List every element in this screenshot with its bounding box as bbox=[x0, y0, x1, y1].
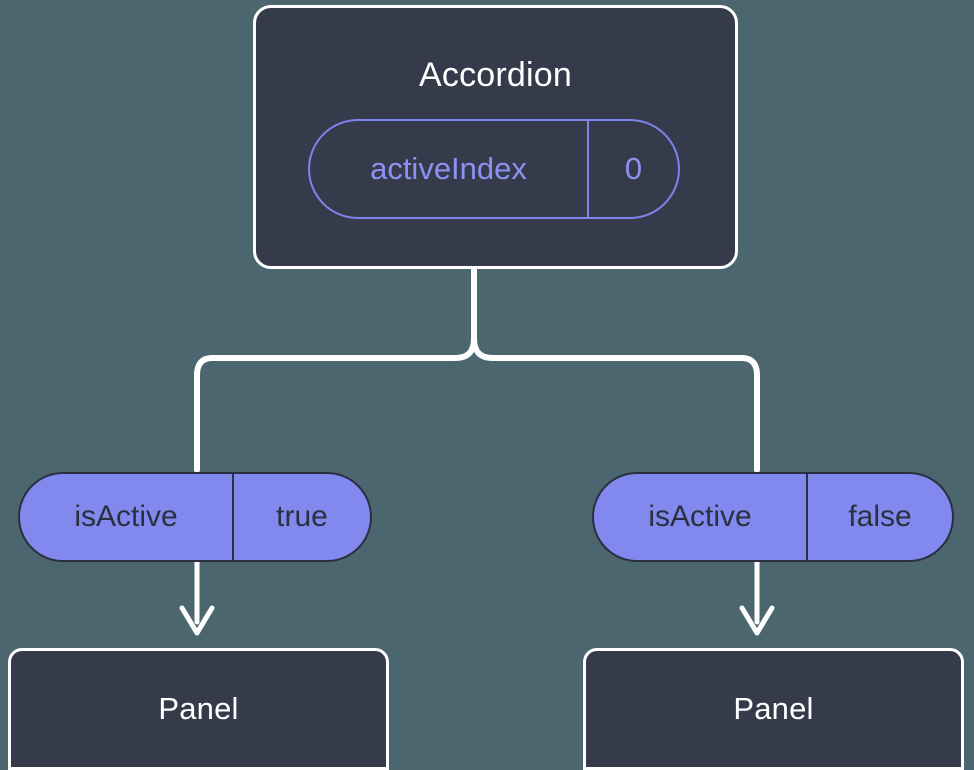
panel-node-left[interactable]: Panel bbox=[8, 648, 389, 770]
panel-node-left-title: Panel bbox=[158, 691, 239, 726]
prop-badge-is-active-true[interactable]: isActive true bbox=[18, 472, 372, 562]
state-badge-value: 0 bbox=[624, 151, 643, 186]
arrow-right bbox=[739, 559, 775, 636]
connector-branch-left bbox=[194, 335, 477, 473]
arrow-left bbox=[179, 559, 215, 636]
panel-node-right[interactable]: Panel bbox=[583, 648, 964, 770]
prop-badge-value: false bbox=[848, 500, 912, 533]
prop-badge-key: isActive bbox=[594, 474, 808, 560]
connector-branch-right bbox=[471, 335, 760, 473]
accordion-node[interactable]: Accordion bbox=[253, 5, 738, 269]
panel-node-right-title: Panel bbox=[733, 691, 814, 726]
accordion-node-title: Accordion bbox=[419, 56, 572, 94]
prop-badge-key: isActive bbox=[20, 474, 234, 560]
prop-badge-is-active-false[interactable]: isActive false bbox=[592, 472, 954, 562]
prop-badge-value: true bbox=[276, 500, 328, 533]
state-badge-key: activeIndex bbox=[310, 121, 589, 217]
state-badge-active-index[interactable]: activeIndex 0 bbox=[308, 119, 680, 219]
